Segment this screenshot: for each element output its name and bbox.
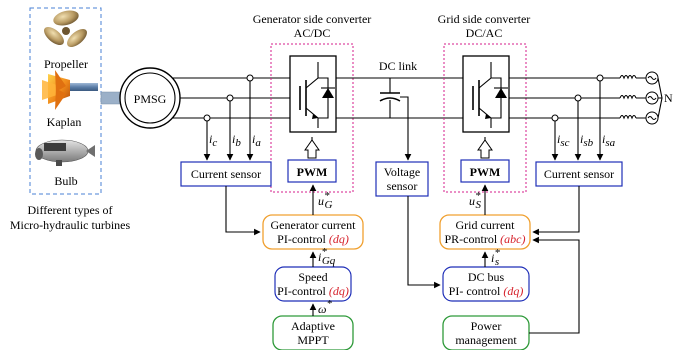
dc-link-label: DC link [379, 59, 417, 73]
bulb-turbine-image [35, 139, 95, 166]
uG-label: u*G [318, 190, 333, 211]
grid-converter-switch [462, 55, 510, 133]
grid-converter-title: Grid side converter [438, 12, 531, 26]
pmsg-label: PMSG [134, 92, 167, 106]
grid-pwm-gate-arrow [477, 139, 493, 159]
grid-pwm-label: PWM [470, 165, 501, 179]
dc-voltage-feedback-wire [407, 196, 441, 289]
omega-label: ω* [318, 298, 332, 316]
dc-link-capacitor [379, 78, 401, 118]
grid-meas-node-a [596, 74, 604, 82]
power-reference-wire [529, 236, 580, 334]
gen-current-ib: ib [232, 132, 241, 149]
power-management-line2: management [455, 333, 517, 347]
kaplan-label: Kaplan [47, 115, 82, 129]
kaplan-turbine-image [42, 70, 98, 110]
grid-current-pr-line2: PR-control (abc) [445, 232, 526, 246]
grid-current-pr-line1: Grid current [456, 218, 516, 232]
grid-converter-subtitle: DC/AC [466, 26, 503, 40]
turbine-caption-line2: Micro-hydraulic turbines [10, 218, 131, 232]
dc-bus-pi-line1: DC bus [468, 270, 505, 284]
adaptive-mppt-line1: Adaptive [291, 319, 335, 333]
iS-label: i*s [491, 247, 500, 268]
gen-current-pi-line1: Generator current [271, 218, 357, 232]
grid-neutral-label: N [664, 91, 673, 105]
turbine-panel-frame [29, 7, 102, 195]
gen-converter-subtitle: AC/DC [294, 26, 331, 40]
grid-meas-node-b [574, 94, 582, 102]
gen-current-ic: ic [209, 132, 217, 149]
grid-pwm-block [460, 159, 510, 183]
grid-meas-node-c [551, 114, 559, 122]
power-management-line1: Power [471, 319, 502, 333]
dc-bus-pi-block [442, 266, 530, 302]
iGq-label: i*Gq [318, 246, 336, 267]
gen-feedback-wire [225, 186, 261, 236]
grid-feedback-wire [532, 186, 580, 236]
grid-filter-inductors [619, 74, 646, 120]
gen-converter-title: Generator side converter [253, 12, 372, 26]
current-sensor-right-block [535, 161, 623, 187]
gen-current-pi-line2: PI-control (dq) [277, 232, 349, 246]
voltage-sensor-line1: Voltage [384, 165, 420, 179]
gen-current-ia: ia [252, 132, 261, 149]
speed-pi-line2: PI-control (dq) [277, 284, 349, 298]
gen-pwm-label: PWM [297, 165, 328, 179]
turbine-panel: Propeller Kaplan Bulb [29, 7, 102, 195]
current-sensor-left-block [180, 161, 272, 187]
propeller-turbine-image [44, 10, 87, 47]
bulb-label: Bulb [54, 174, 77, 188]
grid-voltage-sources [645, 71, 663, 125]
grid-current-isb: isb [580, 132, 594, 149]
meas-node-b [226, 94, 234, 102]
gen-pwm-gate-arrow [304, 139, 320, 159]
dc-bus-pi-line2: PI- control (dq) [449, 284, 524, 298]
voltage-sense-wire [400, 96, 412, 161]
speed-pi-line1: Speed [298, 270, 327, 284]
gen-converter-switch [289, 55, 337, 133]
propeller-label: Propeller [44, 57, 88, 71]
adaptive-mppt-line2: MPPT [297, 333, 329, 347]
meas-node-c [203, 114, 211, 122]
grid-current-isa: isa [602, 132, 616, 149]
current-sensor-right-label: Current sensor [544, 167, 614, 181]
gen-pwm-block [287, 159, 337, 183]
uS-label: u*S [469, 190, 482, 211]
voltage-sensor-line2: sensor [387, 179, 418, 193]
turbine-caption-line1: Different types of [27, 203, 112, 217]
grid-current-isc: isc [557, 132, 570, 149]
pmsg-machine: PMSG [119, 67, 181, 129]
meas-node-a [246, 74, 254, 82]
current-sensor-left-label: Current sensor [191, 167, 261, 181]
voltage-sensor-block [375, 161, 429, 197]
